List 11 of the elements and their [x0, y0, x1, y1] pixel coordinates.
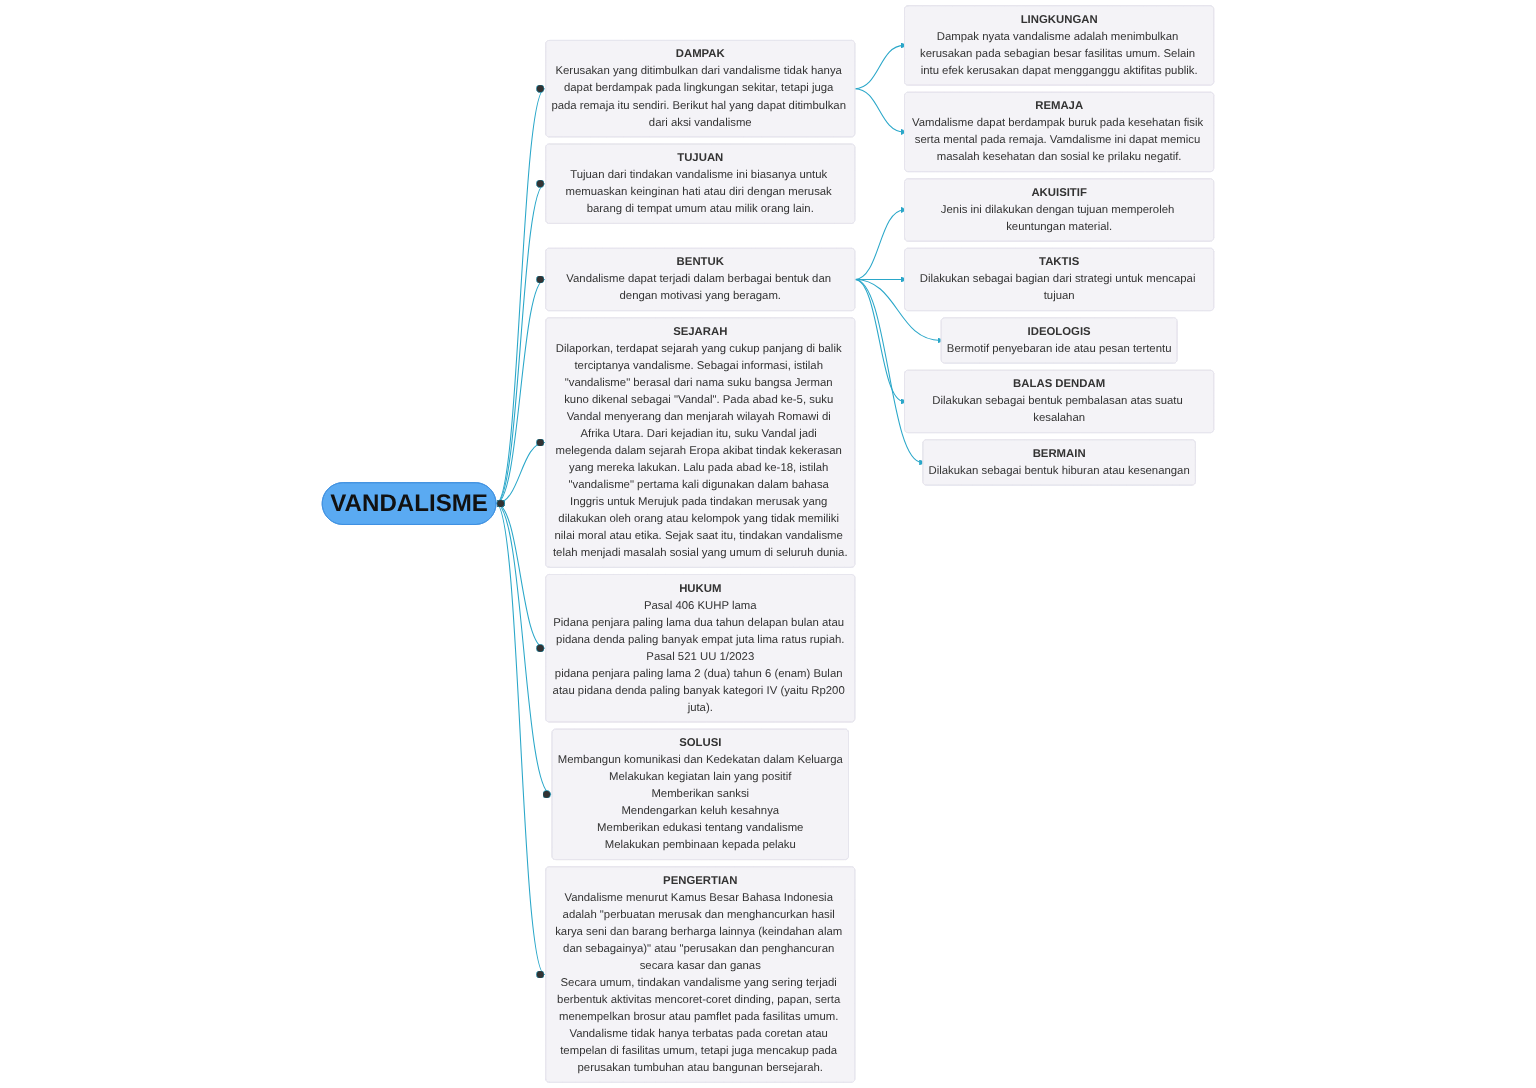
arrow	[854, 278, 925, 465]
connector	[495, 278, 546, 505]
arrow	[854, 88, 907, 135]
connector	[494, 182, 547, 505]
arrow	[854, 42, 907, 90]
arrow	[854, 278, 907, 404]
connector	[495, 502, 553, 796]
connector	[494, 503, 547, 976]
arrow	[854, 207, 907, 280]
connector	[494, 88, 547, 505]
arrow	[854, 278, 944, 344]
